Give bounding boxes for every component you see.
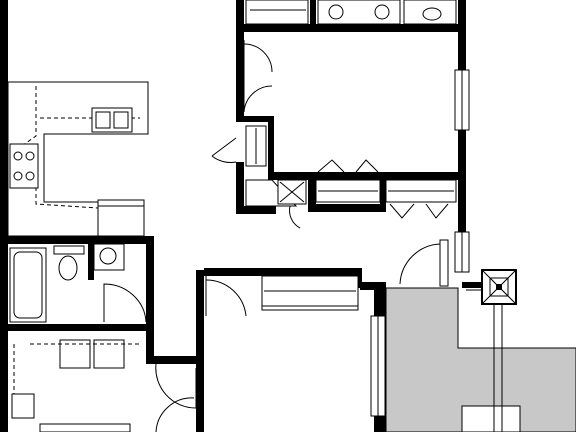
toilet-icon — [58, 255, 78, 281]
washer-icon — [59, 339, 91, 369]
sink-icon — [374, 4, 390, 20]
laundry-sink-icon — [11, 393, 35, 419]
exterior-equipment — [466, 269, 517, 305]
bedroom-window — [454, 69, 470, 273]
hall-closet — [205, 275, 359, 317]
toilet-tank-icon — [53, 245, 85, 255]
laundry — [0, 326, 197, 420]
refrigerator-icon — [97, 199, 145, 237]
range-icon — [9, 143, 39, 189]
linen-closet — [211, 125, 267, 167]
top-bath-fixtures — [245, 0, 457, 25]
bedroom-closet-doors — [243, 40, 273, 113]
patio-deck — [385, 287, 576, 432]
water-heater — [245, 179, 307, 229]
kitchen-counter — [7, 81, 149, 237]
bathtub-icon — [9, 247, 47, 323]
bedroom-walls — [236, 30, 458, 214]
patio-door — [399, 239, 449, 287]
bottom-fixtures — [39, 397, 195, 432]
sink-icon — [328, 4, 344, 20]
toilet-icon — [422, 7, 442, 21]
living-window — [370, 315, 386, 417]
hall-bath — [9, 243, 147, 323]
dryer-icon — [93, 339, 125, 369]
bedroom-closet — [315, 159, 457, 219]
